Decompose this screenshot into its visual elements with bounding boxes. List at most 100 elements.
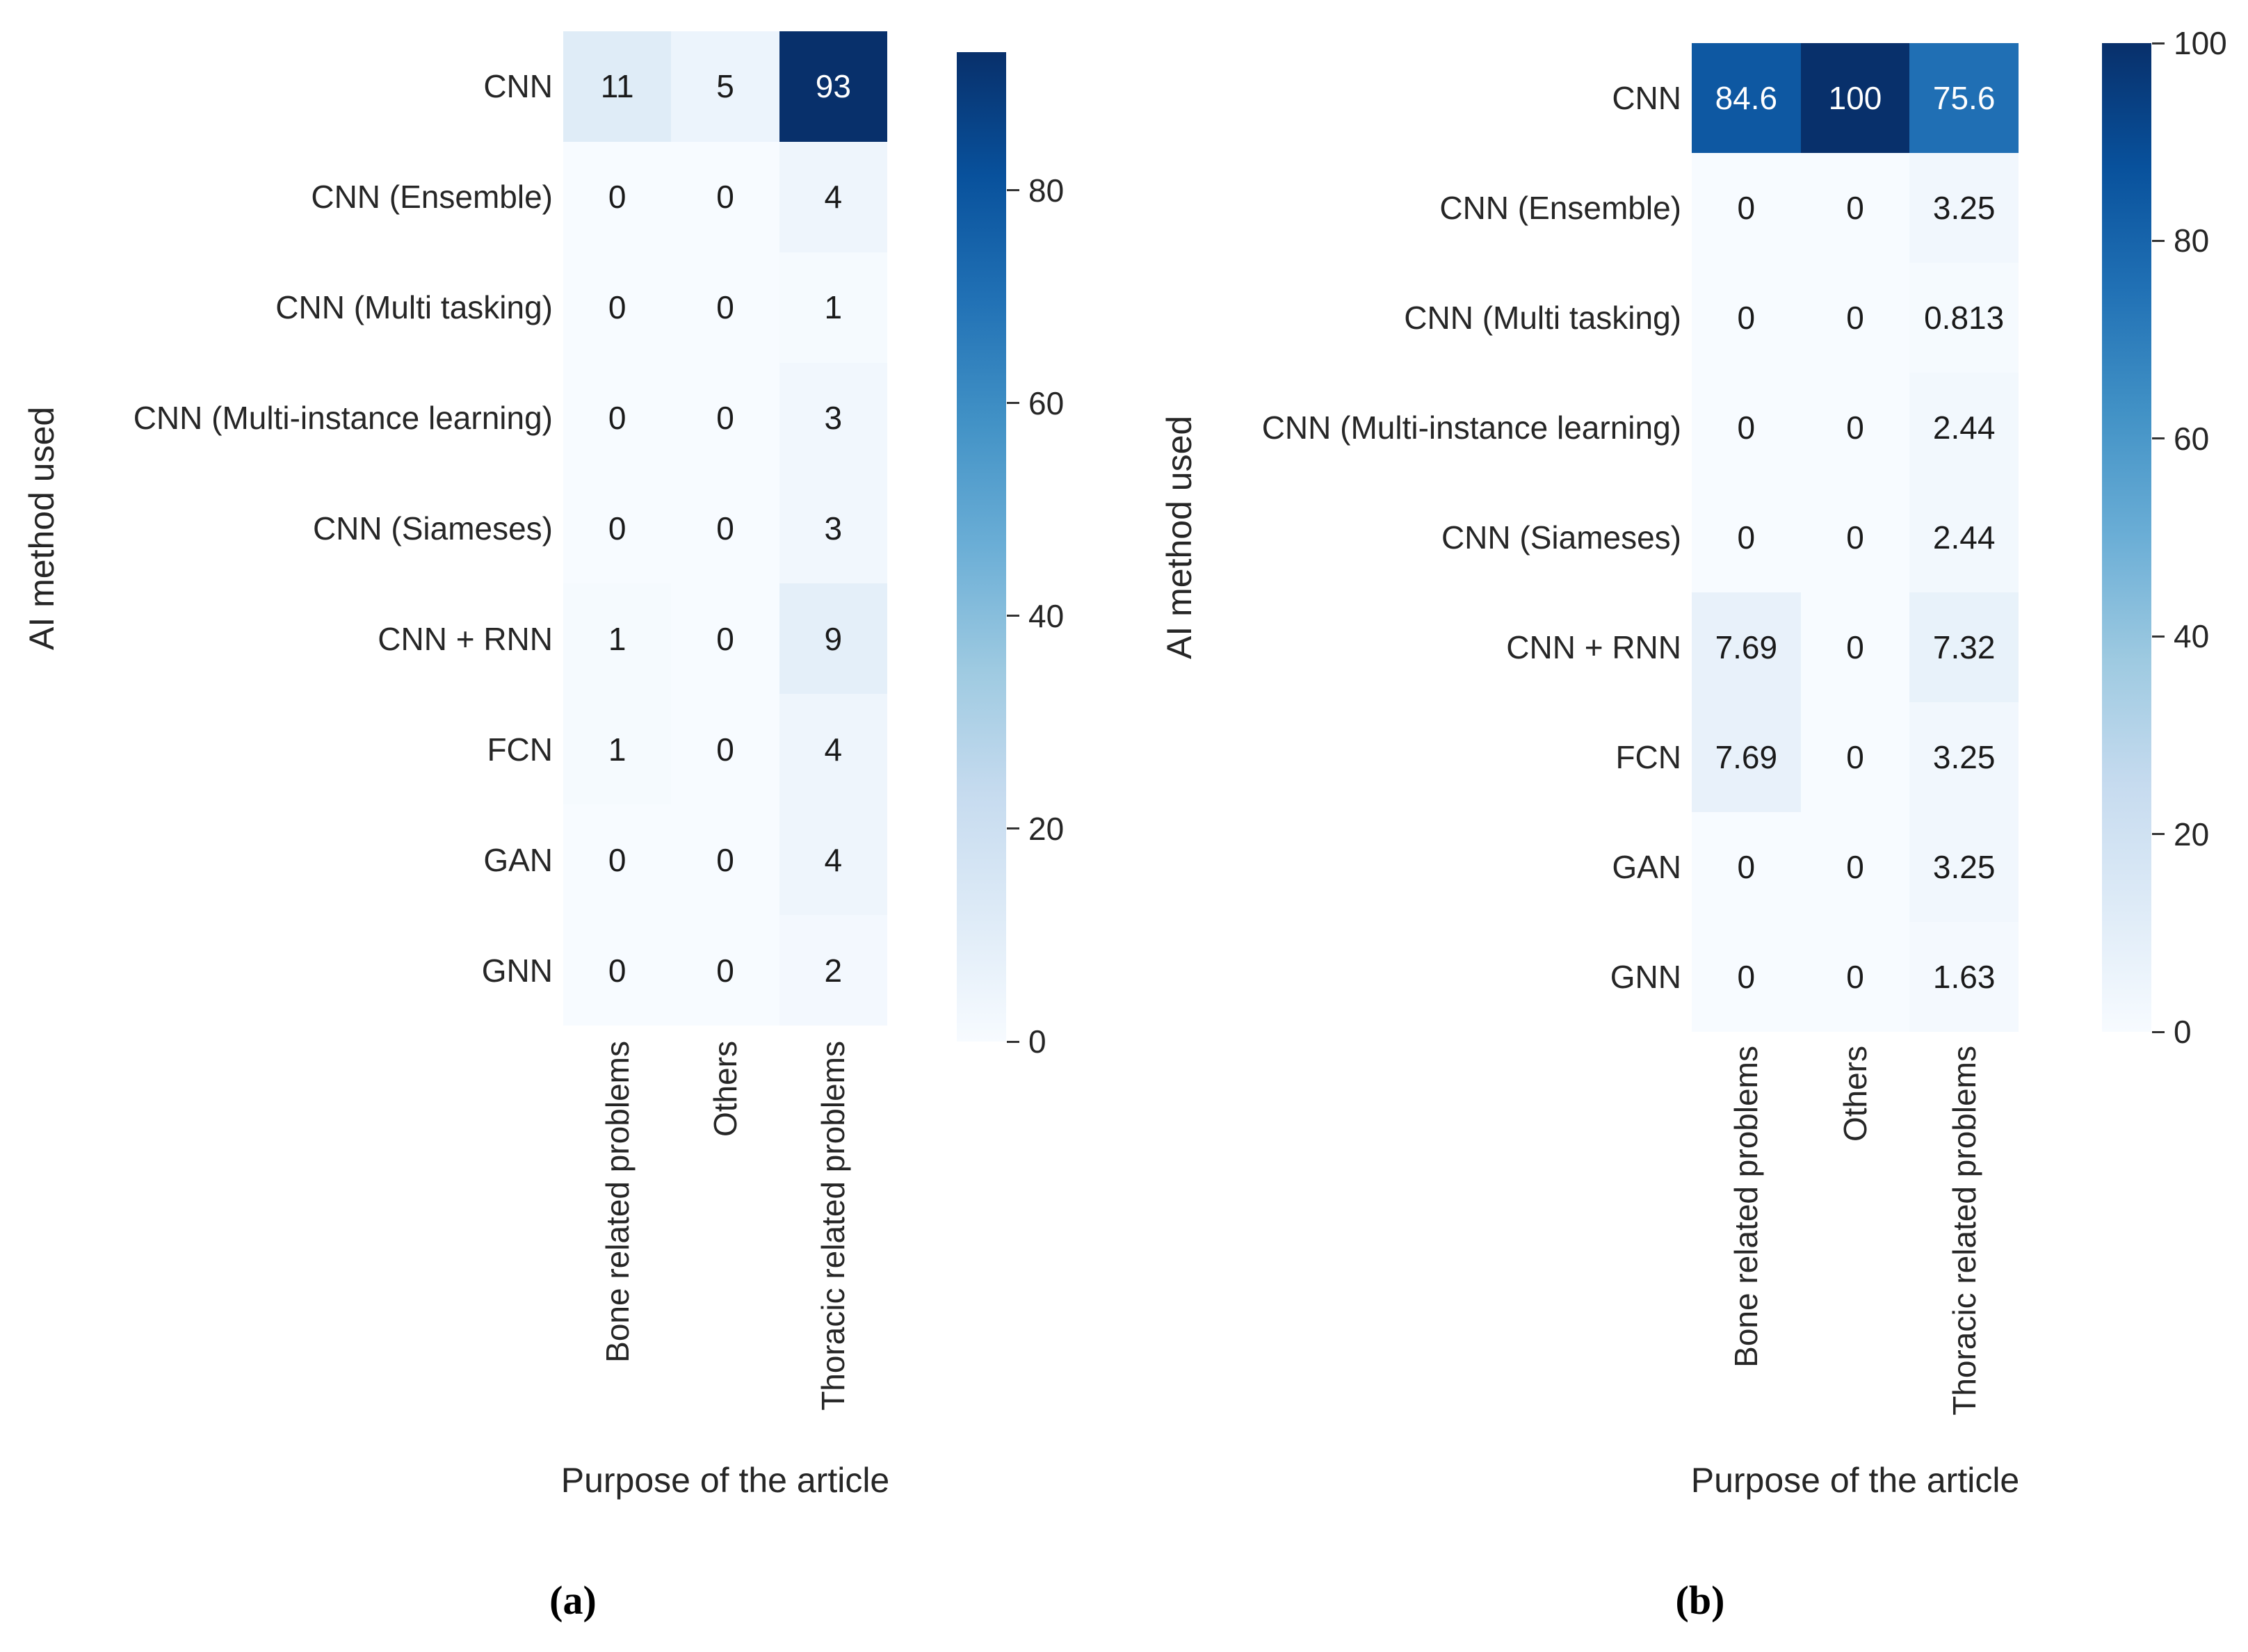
x-tick-label: Thoracic related problems [1946, 1046, 1982, 1416]
heatmap-cell: 0 [1692, 812, 1801, 922]
heatmap-cell: 3.25 [1909, 702, 2019, 812]
y-tick-label: CNN (Multi-instance learning) [1261, 410, 1681, 446]
heatmap-cell: 0 [563, 915, 672, 1026]
heatmap-cell: 0 [563, 473, 672, 584]
heatmap-cell: 93 [779, 31, 887, 142]
heatmap-cell: 0 [1800, 263, 1910, 373]
heatmap-cell: 0 [671, 694, 779, 805]
colorbar-tick-label: 80 [2174, 222, 2210, 259]
heatmap-cell: 0 [1692, 153, 1801, 263]
colorbar-tick-mark [2152, 833, 2165, 836]
heatmap-cell: 2.44 [1909, 483, 2019, 592]
heatmap-cell: 0 [671, 804, 779, 916]
heatmap-cell: 4 [779, 804, 887, 916]
y-tick-label: GNN [1610, 959, 1681, 995]
heatmap-cell: 0 [1800, 373, 1910, 483]
heatmap-cell: 0 [563, 804, 672, 916]
heatmap-cell: 0 [1692, 922, 1801, 1032]
y-tick-label: CNN (Siameses) [1441, 519, 1681, 556]
panel-caption: (b) [1675, 1578, 1725, 1623]
heatmap-cell: 2.44 [1909, 373, 2019, 483]
heatmap-cell: 0 [1800, 702, 1910, 812]
colorbar-tick-label: 0 [2174, 1014, 2192, 1050]
heatmap-cell: 1 [563, 694, 672, 805]
heatmap-cell: 0 [1800, 153, 1910, 263]
y-axis-label: AI method used [22, 406, 61, 651]
colorbar-tick-mark [1007, 189, 1019, 192]
y-tick-label: CNN (Multi-instance learning) [133, 400, 553, 437]
colorbar-tick-label: 0 [1028, 1023, 1046, 1060]
colorbar-tick-label: 40 [2174, 618, 2210, 655]
panel-caption: (a) [549, 1578, 597, 1623]
y-tick-label: GAN [1612, 849, 1681, 885]
heatmap-cell: 0 [563, 362, 672, 473]
colorbar-tick-label: 60 [1028, 384, 1065, 421]
heatmap-cell: 100 [1800, 43, 1910, 153]
y-tick-label: CNN (Multi tasking) [275, 289, 553, 326]
colorbar-tick-label: 60 [2174, 420, 2210, 457]
heatmap-cell: 1.63 [1909, 922, 2019, 1032]
x-tick-label: Others [1837, 1046, 1873, 1142]
heatmap-cell: 1 [779, 252, 887, 363]
colorbar-tick-mark [2152, 1030, 2165, 1033]
heatmap-cell: 0 [671, 252, 779, 363]
colorbar-tick-mark [2152, 437, 2165, 440]
heatmap-cell: 0 [563, 141, 672, 252]
x-axis-label: Purpose of the article [1690, 1461, 2020, 1500]
heatmap-cell: 1 [563, 583, 672, 695]
colorbar-tick-mark [1007, 1040, 1019, 1043]
heatmap-cell: 0 [671, 583, 779, 695]
colorbar-tick-label: 100 [2174, 25, 2227, 61]
x-tick-label: Bone related problems [599, 1041, 636, 1363]
colorbar-tick-mark [2152, 635, 2165, 638]
y-tick-label: GAN [483, 841, 553, 878]
heatmap-cell: 4 [779, 694, 887, 805]
colorbar-tick-mark [1007, 827, 1019, 830]
colorbar-tick-label: 20 [2174, 816, 2210, 852]
heatmap-cell: 9 [779, 583, 887, 695]
heatmap-cell: 0 [1800, 812, 1910, 922]
heatmap-cell: 0 [671, 362, 779, 473]
heatmap-cell: 0 [671, 473, 779, 584]
y-tick-label: CNN (Siameses) [312, 510, 553, 546]
heatmap-cell: 11 [563, 31, 672, 142]
heatmap-cell: 75.6 [1909, 43, 2019, 153]
colorbar-tick-mark [1007, 402, 1019, 405]
colorbar-tick-label: 80 [1028, 172, 1065, 209]
heatmap-cell: 0 [671, 141, 779, 252]
heatmap-cell: 0 [1692, 373, 1801, 483]
colorbar-tick-mark [1007, 615, 1019, 617]
y-tick-label: CNN (Ensemble) [311, 179, 553, 216]
y-tick-label: CNN + RNN [1506, 629, 1681, 665]
y-tick-label: CNN (Ensemble) [1439, 190, 1681, 226]
y-tick-label: FCN [1615, 739, 1681, 775]
heatmap-cell: 0 [1800, 592, 1910, 702]
heatmap-cell: 3.25 [1909, 812, 2019, 922]
heatmap-cell: 0 [1800, 922, 1910, 1032]
heatmap-cell: 0.813 [1909, 263, 2019, 373]
colorbar-tick-label: 20 [1028, 810, 1065, 847]
heatmap-cell: 5 [671, 31, 779, 142]
y-tick-labels: CNN CNN (Ensemble) CNN (Multi tasking) CNN … [1190, 43, 1681, 1032]
colorbar-tick-label: 40 [1028, 597, 1065, 634]
x-tick-label: Others [707, 1041, 743, 1137]
heatmap-cell: 0 [1692, 483, 1801, 592]
y-tick-label: CNN [1612, 80, 1681, 116]
y-tick-label: CNN (Multi tasking) [1404, 300, 1681, 336]
heatmap-cell: 7.69 [1692, 702, 1801, 812]
heatmap-cell: 7.32 [1909, 592, 2019, 702]
heatmap-cell: 0 [1800, 483, 1910, 592]
heatmap-cell: 3.25 [1909, 153, 2019, 263]
x-tick-label: Thoracic related problems [815, 1041, 852, 1411]
x-axis-label: Purpose of the article [560, 1461, 890, 1500]
colorbar-tick-mark [2152, 239, 2165, 242]
heatmap-cell: 4 [779, 141, 887, 252]
colorbar-tick-mark [2152, 42, 2165, 44]
x-tick-label: Bone related problems [1728, 1046, 1765, 1368]
